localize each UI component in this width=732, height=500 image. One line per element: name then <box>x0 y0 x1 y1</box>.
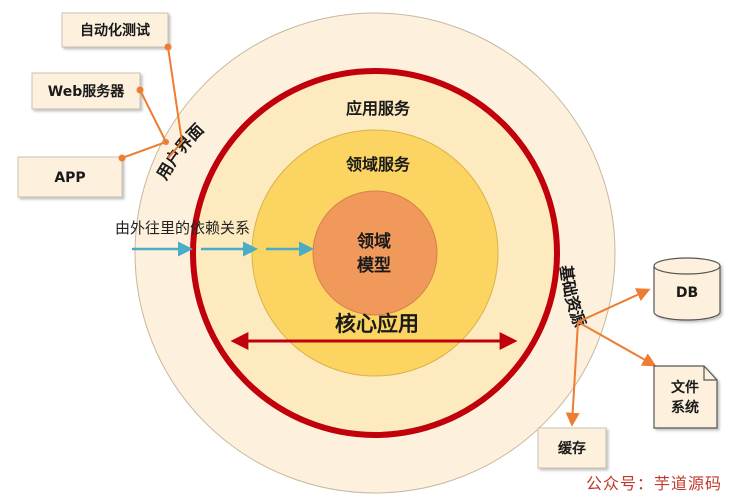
dependency-note: 由外往里的依赖关系 <box>115 219 250 237</box>
domain-model-core <box>312 190 438 316</box>
app-box: APP <box>17 156 123 198</box>
app-label: APP <box>54 170 85 186</box>
web-server-label: Web服务器 <box>48 83 125 100</box>
application-services-label: 应用服务 <box>346 99 411 118</box>
automation-testing-label: 自动化测试 <box>80 22 150 39</box>
db-label: DB <box>676 285 698 301</box>
ui-connectors <box>121 46 184 159</box>
cache-label: 缓存 <box>558 440 586 457</box>
ui-connector-dots <box>118 43 172 162</box>
infra-connectors <box>565 288 657 427</box>
automation-testing-box: 自动化测试 <box>61 12 169 48</box>
core-application-label: 核心应用 <box>335 312 419 336</box>
domain-services-label: 领域服务 <box>346 155 411 174</box>
domain-model-label-line2: 模型 <box>357 255 391 276</box>
watermark: 公众号：芋道源码 <box>585 474 722 493</box>
domain-model-label-line1: 领域 <box>357 231 391 252</box>
file-system-document <box>653 365 718 429</box>
file-system-label-line1: 文件 <box>671 379 699 396</box>
file-system-label-line2: 系统 <box>671 399 699 416</box>
cache-box: 缓存 <box>537 427 607 469</box>
web-server-box: Web服务器 <box>31 72 141 110</box>
db-cylinder <box>653 257 721 321</box>
